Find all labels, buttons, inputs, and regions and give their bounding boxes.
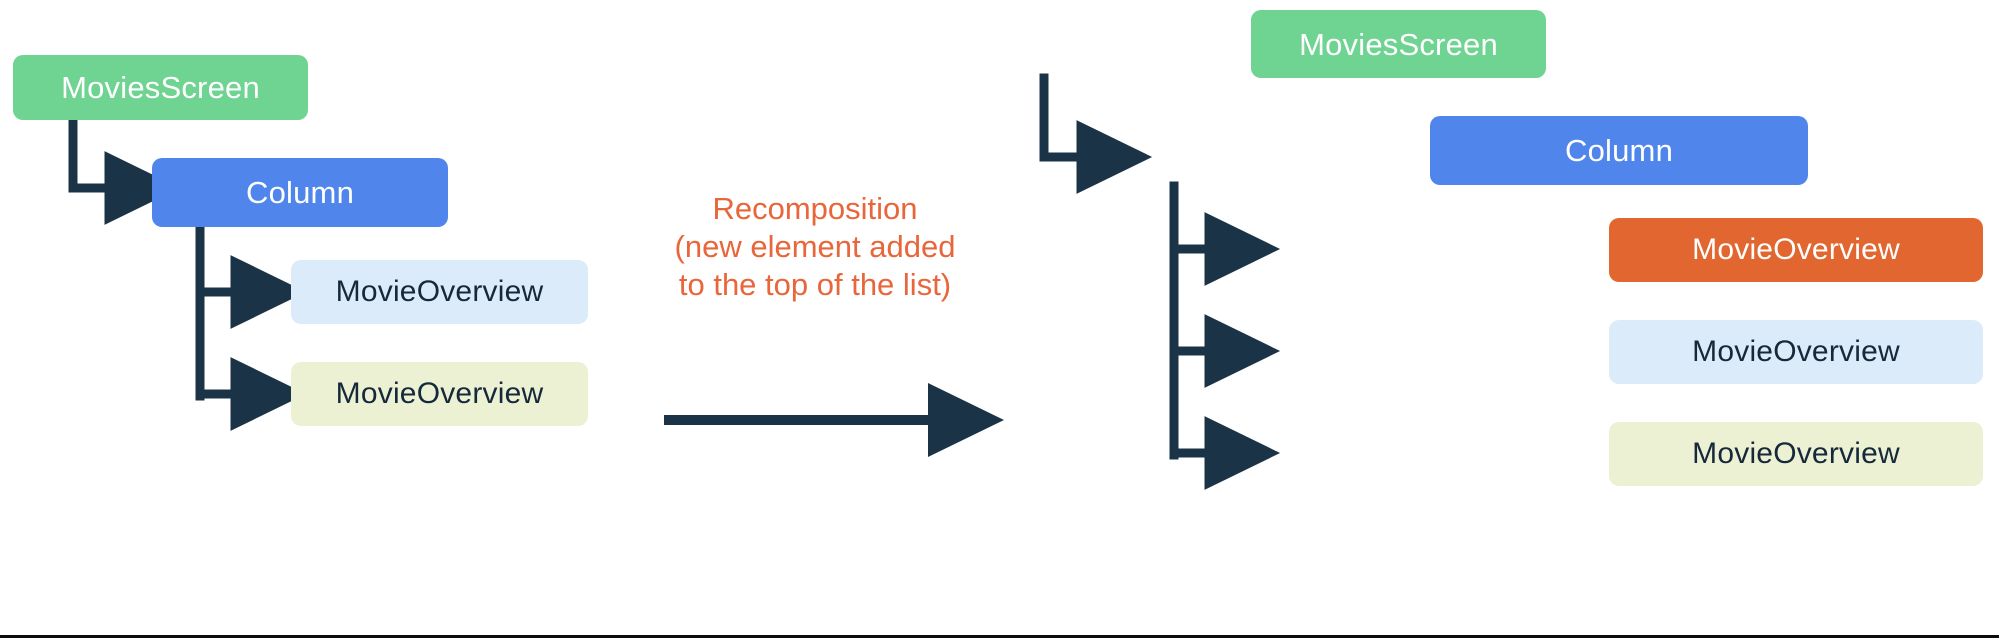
node-label: MovieOverview bbox=[1692, 233, 1900, 266]
bottom-divider bbox=[0, 635, 1999, 638]
node-movie-overview-after-2[interactable]: MovieOverview bbox=[1609, 422, 1983, 486]
node-column-after[interactable]: Column bbox=[1430, 116, 1808, 185]
node-label: MoviesScreen bbox=[1299, 26, 1498, 62]
node-movie-overview-after-new[interactable]: MovieOverview bbox=[1609, 218, 1983, 282]
edge-movies-screen-to-column-left bbox=[68, 115, 181, 225]
caption-line-1: Recomposition bbox=[712, 191, 918, 226]
edge-column-to-children-left bbox=[195, 222, 307, 431]
node-movies-screen-before[interactable]: MoviesScreen bbox=[13, 55, 308, 120]
node-label: MovieOverview bbox=[335, 275, 544, 308]
node-column-before[interactable]: Column bbox=[152, 158, 448, 227]
node-movie-overview-before-2[interactable]: MovieOverview bbox=[291, 362, 588, 426]
caption-line-2: (new element added bbox=[674, 228, 956, 264]
node-label: MovieOverview bbox=[1692, 335, 1900, 368]
edge-movies-screen-to-column-right bbox=[1039, 73, 1153, 194]
transition-caption: Recomposition (new element added to the … bbox=[642, 190, 988, 303]
node-label: MovieOverview bbox=[1692, 437, 1900, 470]
caption-line-3: to the top of the list) bbox=[678, 266, 952, 302]
node-label: Column bbox=[245, 175, 355, 210]
node-label: MovieOverview bbox=[335, 377, 544, 410]
node-movies-screen-after[interactable]: MoviesScreen bbox=[1251, 10, 1546, 78]
node-movie-overview-after-1[interactable]: MovieOverview bbox=[1609, 320, 1983, 384]
edge-column-to-children-right bbox=[1169, 181, 1281, 490]
node-label: MoviesScreen bbox=[61, 70, 260, 105]
node-movie-overview-before-1[interactable]: MovieOverview bbox=[291, 260, 588, 324]
node-label: Column bbox=[1564, 133, 1674, 168]
